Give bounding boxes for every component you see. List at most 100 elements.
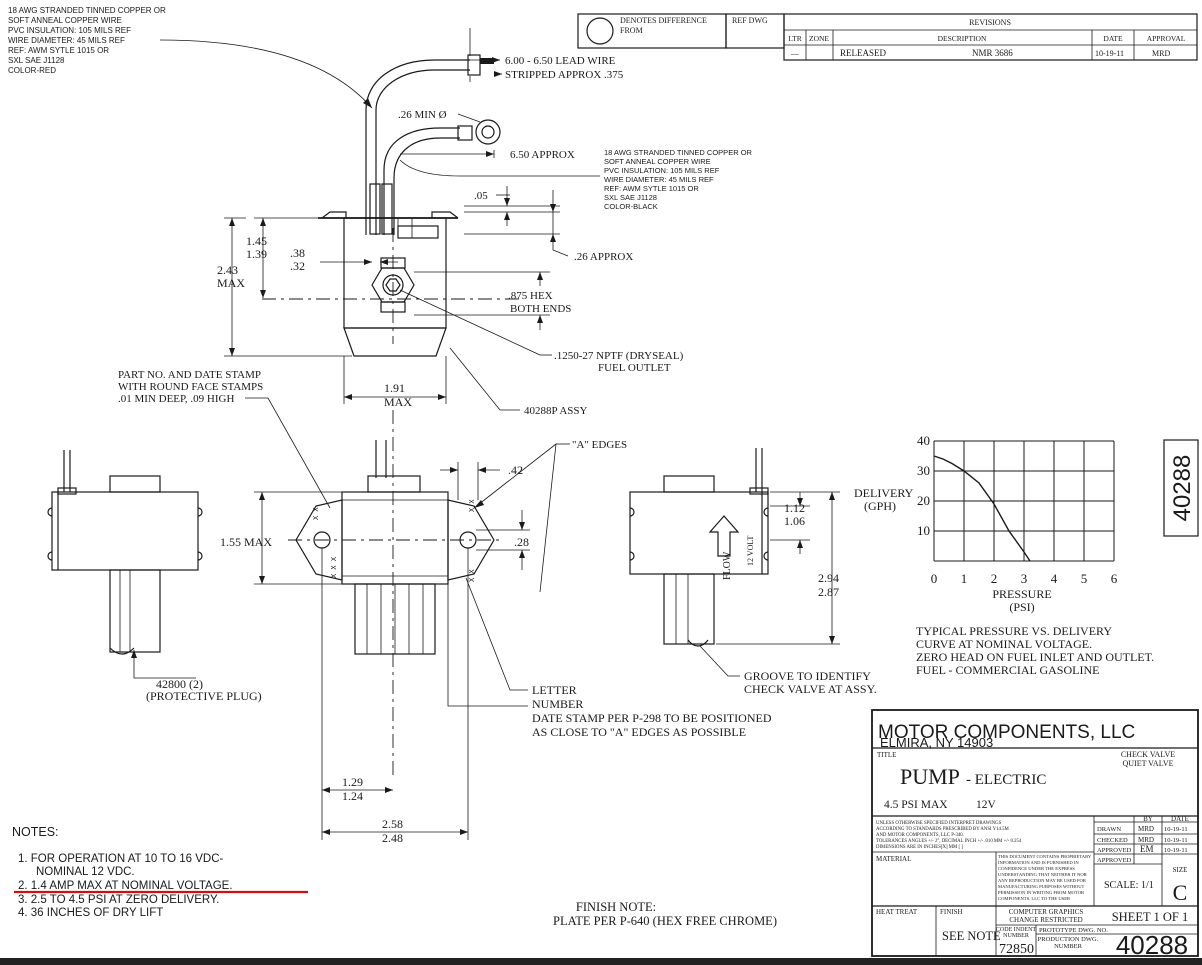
chart-x-tick-label: 0 [931,571,938,586]
number-leader [447,560,528,707]
xxx-mark: X X X [330,556,338,578]
red-lead-wire [375,69,470,235]
tolerance-line: DIMENSIONS ARE IN INCHES[X] MM [ ] [876,845,963,850]
chart-caption: FUEL - COMMERCIAL GASOLINE [916,663,1099,677]
chart-x-tick-label: 2 [991,571,998,586]
chart-yunit: (GPH) [864,499,896,513]
black-wire-note: 18 AWG STRANDED TINNED COPPER OR SOFT AN… [604,148,753,211]
size-value: C [1173,880,1188,905]
volt-spec: 12V [976,799,997,811]
bracket-tab [431,211,459,219]
checked-label: CHECKED [1097,837,1128,844]
volt-label: 12 VOLT [746,535,755,566]
right-ports [663,573,715,645]
rev-row-approval: MRD [1152,49,1170,58]
black-wire-note-line: SXL SAE J1128 [604,193,657,202]
approved-by: EM [1140,844,1154,854]
dim-287: 2.87 [818,585,839,599]
proprietary-line: MANUFACTURING PURPOSES WITHOUT [998,884,1085,889]
note-item: 3. 2.5 TO 4.5 PSI AT ZERO DELIVERY. [18,894,219,906]
nptf-label: .1250-27 NPTF (DRYSEAL) [554,350,684,362]
proprietary-line: THIS DOCUMENT CONTAINS PROPRIETARY [998,854,1092,859]
delivery-curve [933,455,1031,562]
red-wire-note: 18 AWG STRANDED TINNED COPPER OR SOFT AN… [8,6,166,75]
code-number: 72850 [999,942,1034,957]
title-block: MOTOR COMPONENTS, LLC ELMIRA, NY 14903 T… [871,709,1199,960]
proprietary-line: INFORMATION AND IS FURNISHED IN [998,860,1079,865]
ring-terminal [475,119,501,145]
part-no-leader [245,397,331,509]
heat-treat-label: HEAT TREAT [876,908,918,916]
proprietary-line: COMPONENTS, LLC TO THE USER [998,896,1071,902]
rev-col-date: DATE [1103,34,1123,43]
red-wire-note-line: COLOR-RED [8,66,56,75]
black-note-leader [399,159,600,177]
denotes-difference-box: DENOTES DIFFERENCE FROM [577,13,727,49]
dim-38: .38 [290,246,305,260]
approved-date: 10-19-11 [1164,847,1188,854]
ref-dwg-label: REF DWG [732,16,768,25]
chart-xlabel: PRESSURE [992,587,1051,601]
graphics-line: COMPUTER GRAPHICS [1009,908,1084,916]
dim-145: 1.45 [246,234,267,248]
proprietary-line: PERMISSION IN WRITING FROM MOTOR [998,890,1085,895]
assy-label: 40288P ASSY [524,405,588,417]
valve-cap [397,225,439,239]
tolerance-line: TOLERANCES ANGLES +/- 2°, DECIMAL INCH +… [876,839,1022,844]
dim-139: 1.39 [246,247,267,261]
black-wire-note-line: SOFT ANNEAL COPPER WIRE [604,157,711,166]
title-big: PUMP [900,764,960,789]
rev-row-nmr: NMR 3686 [972,48,1013,58]
graphics-line: CHANGE RESTRICTED [1009,916,1082,924]
black-wire-note-line: WIRE DIAMETER: 45 MILS REF [604,175,714,184]
chart-x-tick-label: 4 [1051,571,1058,586]
left-body [51,491,199,571]
by-header: BY [1143,815,1153,823]
tolerance-notes: UNLESS OTHERWISE SPECIFIED INTERPRET DRA… [876,821,1022,850]
approx-26-label: .26 APPROX [574,251,633,263]
red-wire-note-line: WIRE DIAMETER: 45 MILS REF [8,36,125,45]
stripped-end [480,58,494,64]
chart-y-tick-label: 20 [917,493,930,508]
drawn-by: MRD [1138,825,1154,833]
prototype-label: PROTOTYPE DWG. NO. [1039,927,1108,934]
dim-155: 1.55 MAX [220,535,272,549]
letter-leader [465,577,528,691]
a-edges-label: "A" EDGES [572,439,627,451]
black-wire-note-line: REF: AWM SYTLE 1015 OR [604,184,699,193]
chart-xunit: (PSI) [1009,600,1034,614]
lead-wire-label: 6.00 - 6.50 LEAD WIRE [505,55,616,67]
rev-col-approval: APPROVAL [1147,34,1186,43]
rev-col-zone: ZONE [809,34,829,43]
top-view: 6.00 - 6.50 LEAD WIRE STRIPPED APPROX .3… [118,28,753,509]
dim-112: 1.12 [784,501,805,515]
proprietary-line: ANY REPRODUCTION MAY BE USED FOR [998,878,1087,883]
approved-label: APPROVED [1097,847,1132,854]
rev-row-description: RELEASED [840,48,886,58]
check-valve: CHECK VALVE [1121,750,1175,759]
rev-row-ltr: — [790,49,800,58]
rev-row-date: 10-19-11 [1095,49,1124,58]
part-no-line: .01 MIN DEEP, .09 HIGH [118,393,234,405]
revisions-block: REVISIONS LTR ZONE DESCRIPTION DATE APPR… [783,13,1198,61]
scale-label: SCALE: 1/1 [1104,880,1154,891]
finish-note-title: FINISH NOTE: [576,900,656,914]
denotes-difference-label: FROM [620,26,643,35]
dim-129: 1.29 [342,775,363,789]
material-label: MATERIAL [876,855,911,863]
black-lead-wire [383,127,460,235]
black-wire-note-line: 18 AWG STRANDED TINNED COPPER OR [604,148,753,157]
note-item: 4. 36 INCHES OF DRY LIFT [18,907,163,919]
flow-label: FLOW [722,551,733,580]
note-item: 2. 1.4 AMP MAX AT NOMINAL VOLTAGE. [18,880,233,892]
note-item: 1. FOR OPERATION AT 10 TO 16 VDC- [18,853,224,865]
chart-y-tick-label: 30 [917,463,930,478]
xx-mark: X X [468,569,476,582]
proprietary-line: CONFIDENCE UNDER THE EXPRESS [998,866,1075,871]
chart-caption: ZERO HEAD ON FUEL INLET AND OUTLET. [916,650,1154,664]
quiet-valve: QUIET VALVE [1122,759,1173,768]
right-side-view: FLOW 12 VOLT 1.12 1.06 2.94 2.87 GROOVE … [629,448,877,696]
title-label: TITLE [877,751,896,759]
checked-date: 10-19-11 [1164,837,1188,844]
